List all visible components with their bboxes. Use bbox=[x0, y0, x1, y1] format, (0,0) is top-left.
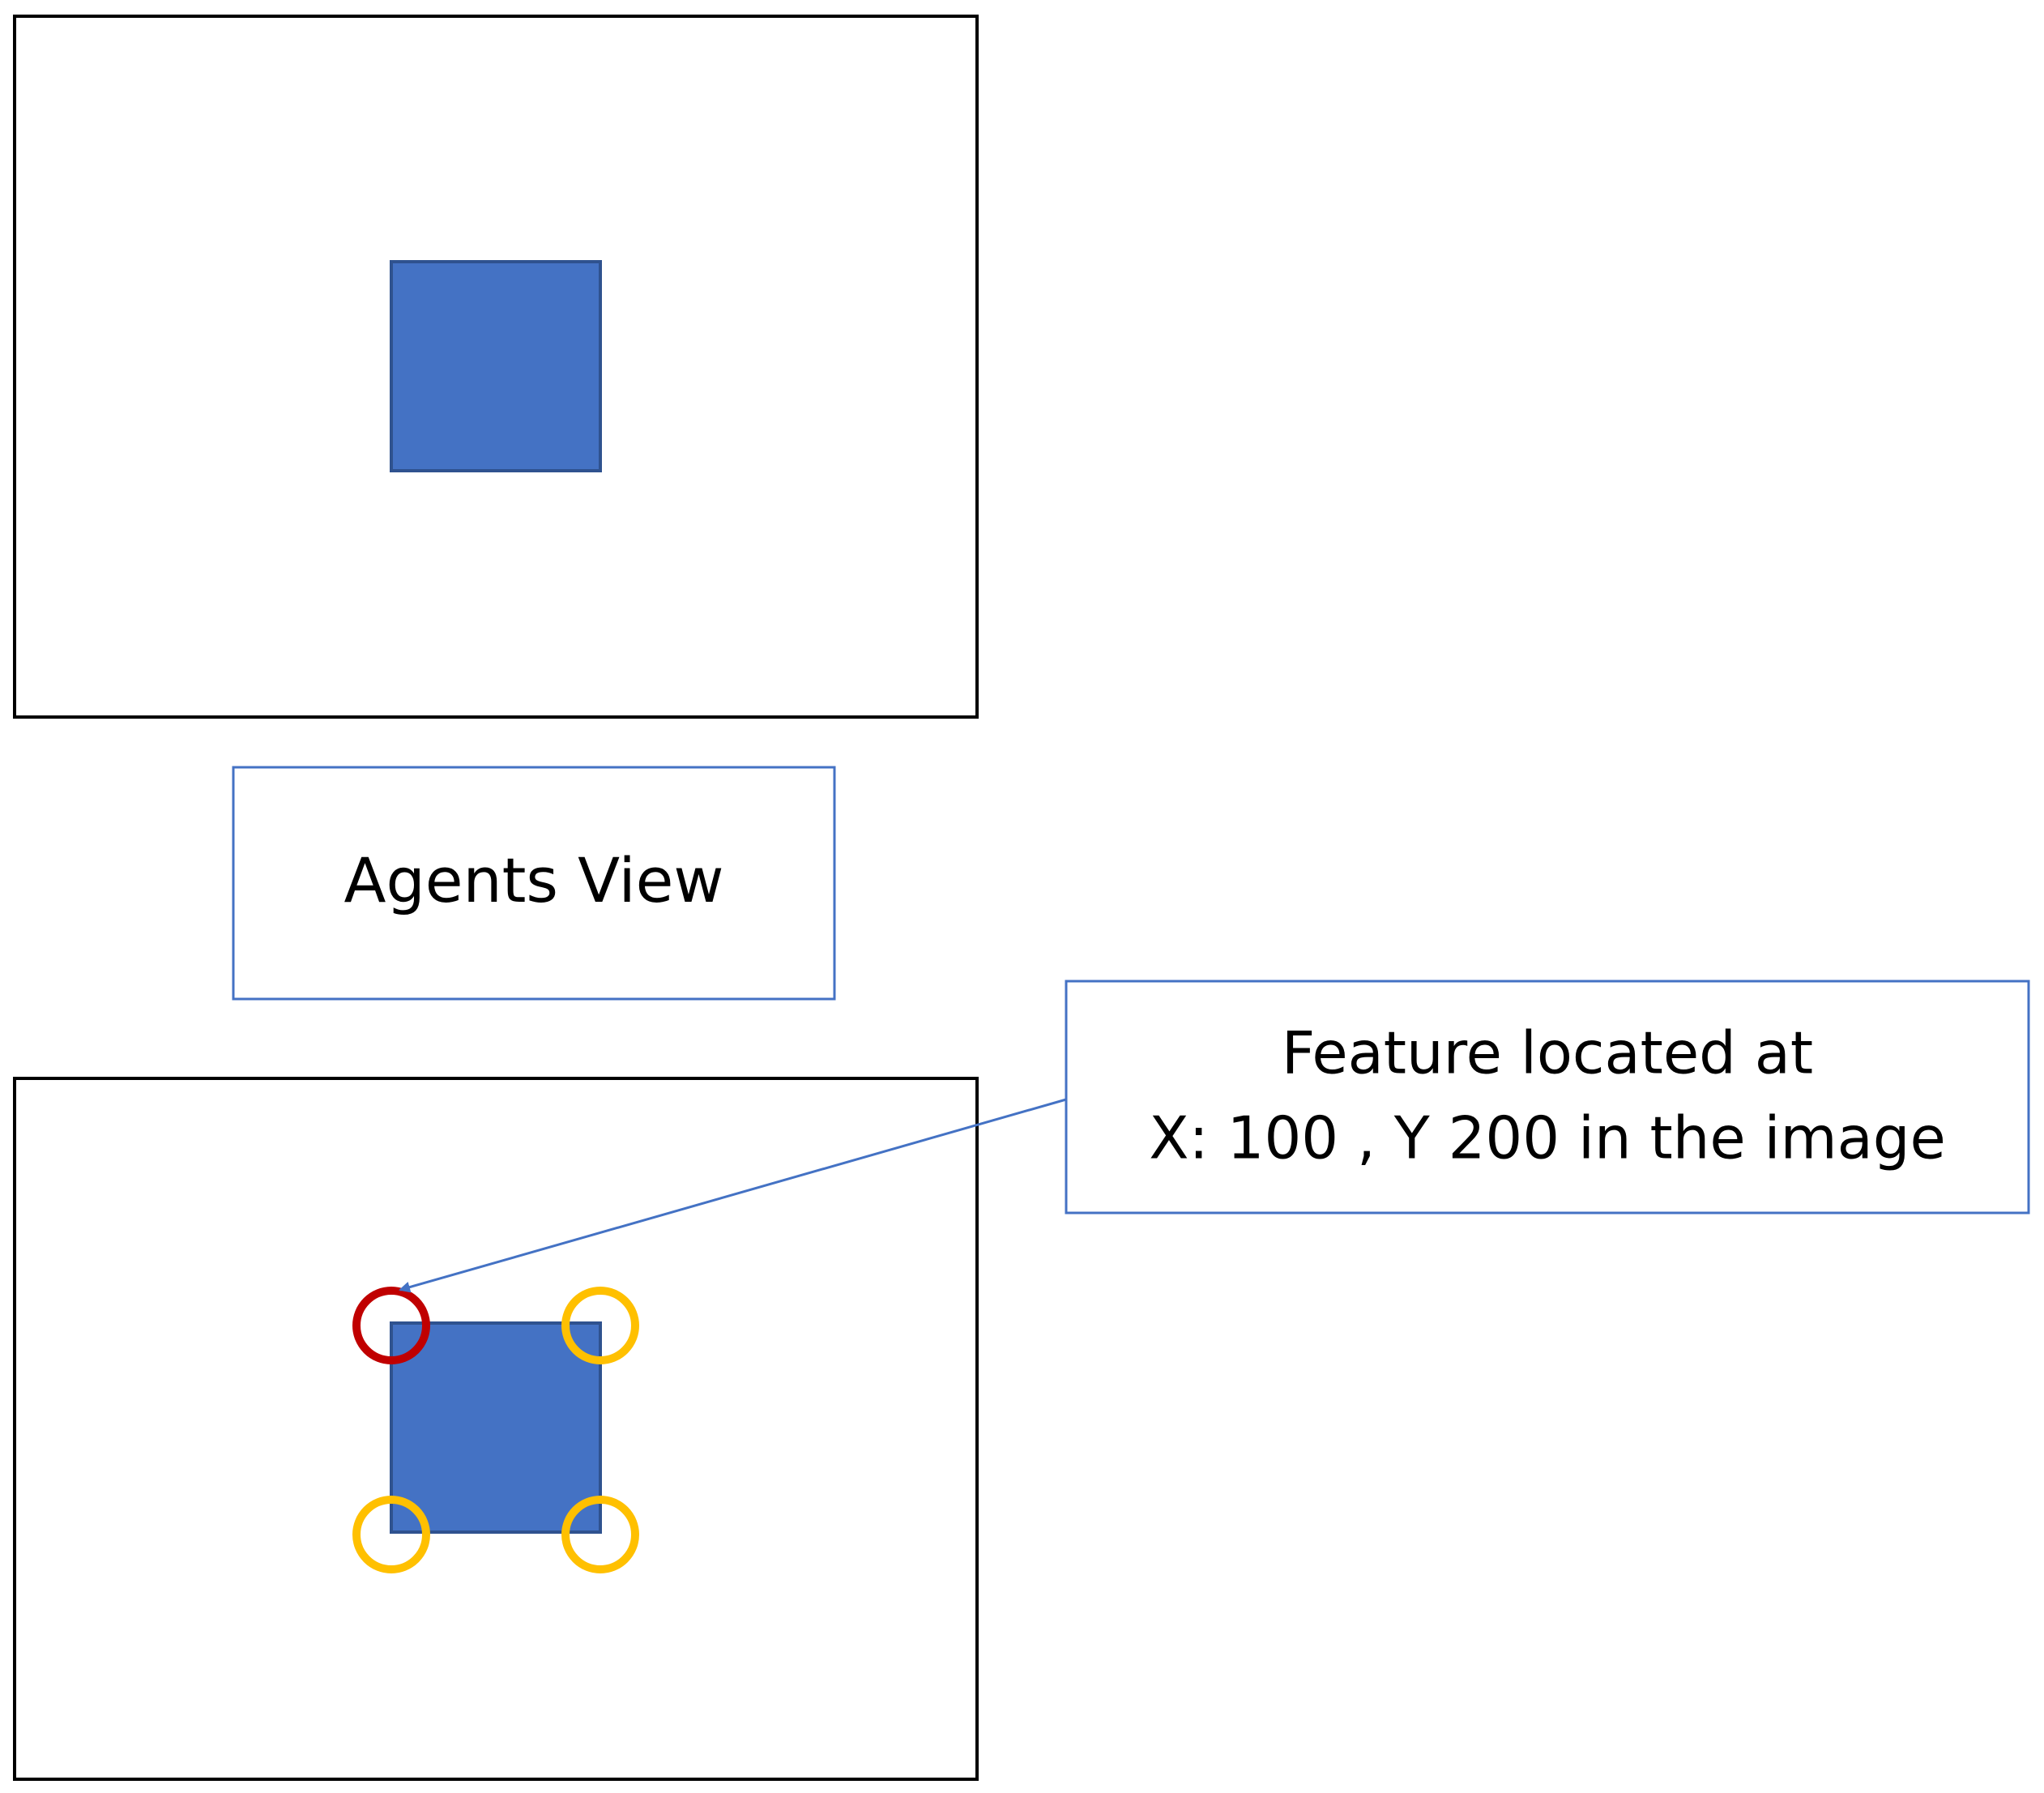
agents-view-box bbox=[232, 766, 836, 1001]
corner-marker-top-left bbox=[352, 1287, 430, 1364]
feature-callout-box bbox=[1065, 980, 2030, 1215]
top-blue-square bbox=[390, 260, 602, 472]
corner-marker-top-right bbox=[561, 1287, 639, 1364]
feature-callout-line1: Feature located at bbox=[1282, 1019, 1813, 1087]
feature-callout-line2: X: 100 , Y 200 in the image bbox=[1149, 1104, 1946, 1172]
bottom-blue-square bbox=[390, 1321, 602, 1534]
callout-arrow bbox=[399, 1098, 1067, 1293]
agents-view-label: Agents View bbox=[344, 844, 723, 916]
corner-marker-bottom-left bbox=[352, 1496, 430, 1573]
corner-marker-bottom-right bbox=[561, 1496, 639, 1573]
